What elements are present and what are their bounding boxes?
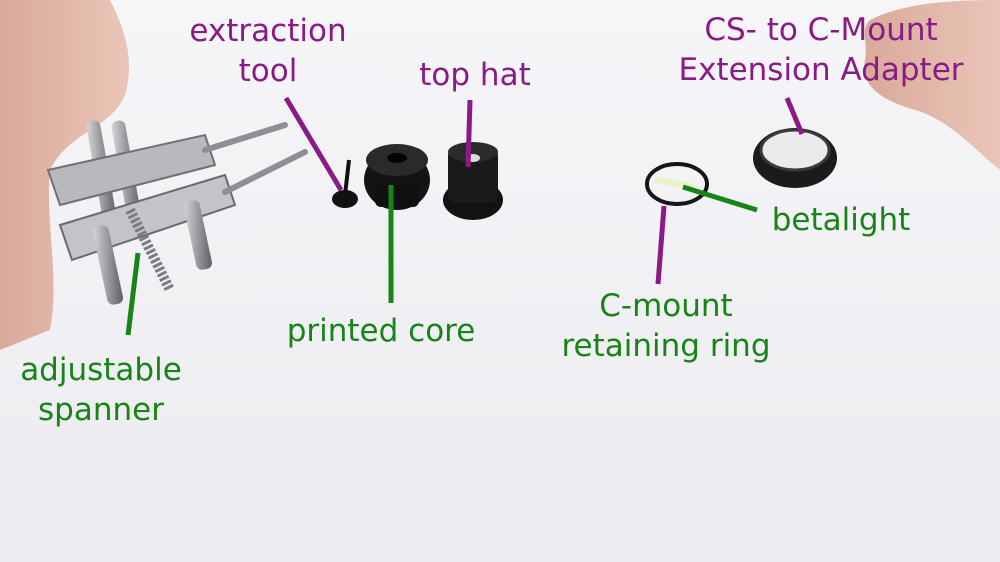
label-retaining-ring: C-mount retaining ring bbox=[553, 286, 779, 366]
label-top-hat: top hat bbox=[412, 55, 538, 95]
label-line: spanner bbox=[38, 392, 164, 428]
label-line: Extension Adapter bbox=[678, 52, 964, 88]
label-line: retaining ring bbox=[561, 328, 771, 364]
printed-core-object bbox=[364, 144, 430, 210]
label-line: top hat bbox=[419, 57, 531, 93]
label-line: extraction bbox=[189, 13, 347, 49]
spanner-object bbox=[46, 120, 308, 305]
adapter-pointer bbox=[784, 97, 805, 135]
betalight-pointer bbox=[682, 184, 758, 213]
label-line: adjustable bbox=[20, 352, 182, 388]
extraction-tool-pointer bbox=[283, 96, 344, 192]
label-spanner: adjustable spanner bbox=[14, 350, 188, 430]
label-line: CS- to C-Mount bbox=[704, 12, 938, 48]
adapter-object bbox=[753, 128, 837, 188]
label-line: tool bbox=[238, 53, 298, 89]
spanner-pointer bbox=[125, 252, 141, 336]
leader-lines bbox=[125, 96, 805, 336]
label-line: printed core bbox=[286, 313, 476, 349]
top-hat-object bbox=[443, 142, 503, 220]
right-hand bbox=[864, 0, 1000, 170]
label-line: C-mount bbox=[599, 288, 733, 324]
label-adapter: CS- to C-Mount Extension Adapter bbox=[668, 10, 974, 90]
label-extraction-tool: extraction tool bbox=[182, 11, 354, 91]
label-line: betalight bbox=[771, 202, 911, 238]
top-hat-pointer bbox=[465, 99, 473, 168]
left-hand bbox=[0, 0, 130, 350]
extraction-tool-object bbox=[332, 159, 358, 208]
label-betalight: betalight bbox=[765, 200, 917, 240]
label-printed-core: printed core bbox=[280, 311, 482, 351]
retaining-ring-pointer bbox=[655, 205, 667, 285]
